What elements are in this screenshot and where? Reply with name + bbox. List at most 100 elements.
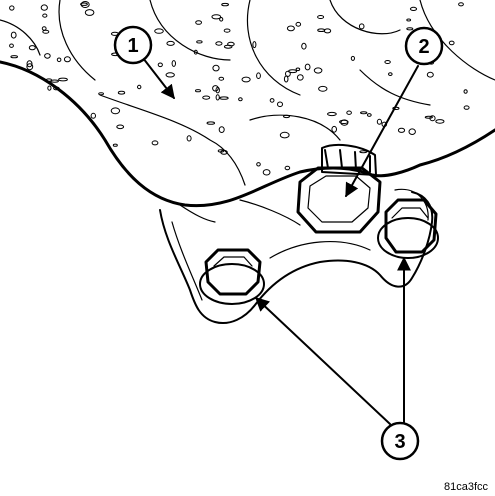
casting-speck bbox=[44, 53, 51, 59]
casting-speck bbox=[211, 14, 222, 20]
casting-speck bbox=[9, 5, 15, 11]
casting-speck bbox=[26, 60, 33, 68]
casting-speck bbox=[296, 74, 304, 81]
casting-speck bbox=[56, 57, 62, 63]
casting-speck bbox=[40, 4, 48, 11]
casting-speck bbox=[327, 111, 337, 117]
casting-speck bbox=[424, 115, 433, 119]
casting-speck bbox=[112, 143, 118, 147]
casting-speck bbox=[366, 113, 372, 117]
casting-speck bbox=[317, 28, 326, 33]
bolt-right bbox=[377, 198, 439, 259]
mount-bracket bbox=[159, 188, 434, 324]
casting-speck bbox=[202, 95, 211, 100]
casting-speck bbox=[350, 55, 355, 61]
callout-3: 3 bbox=[380, 421, 420, 461]
casting-speck bbox=[304, 63, 311, 71]
drain-plug bbox=[296, 143, 382, 234]
casting-speck bbox=[448, 40, 455, 46]
casting-speck bbox=[313, 67, 323, 74]
casting-speck bbox=[195, 20, 203, 25]
casting-speck bbox=[435, 119, 445, 124]
casting-speck bbox=[388, 72, 393, 76]
casting-speck bbox=[157, 62, 163, 68]
engine-block-casting bbox=[0, 0, 495, 208]
casting-speck bbox=[166, 40, 175, 46]
casting-speck bbox=[406, 18, 412, 22]
casting-speck bbox=[206, 121, 216, 125]
casting-speck bbox=[346, 110, 352, 115]
casting-speck bbox=[215, 41, 223, 46]
casting-speck bbox=[295, 21, 302, 27]
casting-speck bbox=[63, 56, 71, 63]
casting-speck bbox=[171, 60, 177, 67]
casting-speck bbox=[358, 23, 365, 30]
casting-speck bbox=[238, 97, 243, 102]
leader-arrow-1 bbox=[142, 57, 175, 100]
casting-speck bbox=[9, 43, 14, 48]
casting-speck bbox=[397, 127, 406, 133]
casting-speck bbox=[283, 75, 289, 83]
casting-speck bbox=[41, 26, 47, 31]
casting-speck bbox=[137, 84, 142, 90]
casting-speck bbox=[317, 15, 325, 19]
casting-speck bbox=[223, 44, 233, 49]
casting-speck bbox=[241, 76, 251, 83]
callout-3-label: 3 bbox=[394, 431, 405, 453]
casting-speck bbox=[217, 149, 225, 153]
casting-speck bbox=[165, 72, 175, 78]
casting-speck bbox=[84, 9, 95, 16]
casting-speck bbox=[10, 55, 18, 59]
casting-speck bbox=[47, 85, 52, 91]
casting-speck bbox=[221, 2, 230, 7]
casting-speck bbox=[408, 128, 416, 135]
casting-speck bbox=[28, 45, 36, 51]
casting-speck bbox=[80, 1, 90, 8]
casting-speck bbox=[117, 90, 126, 95]
casting-speck bbox=[219, 96, 229, 100]
callout-1-label: 1 bbox=[127, 35, 138, 57]
casting-speck bbox=[284, 165, 291, 171]
casting-speck bbox=[277, 101, 283, 108]
casting-speck bbox=[359, 150, 368, 154]
casting-speck bbox=[409, 6, 418, 11]
casting-speck bbox=[331, 125, 338, 133]
casting-texture bbox=[9, 1, 470, 176]
casting-speck bbox=[90, 112, 97, 119]
casting-speck bbox=[384, 60, 391, 64]
casting-speck bbox=[80, 2, 88, 6]
casting-speck bbox=[218, 126, 225, 134]
casting-speck bbox=[286, 25, 295, 32]
casting-speck bbox=[212, 64, 220, 72]
bolt-left bbox=[199, 248, 265, 305]
leader-lines bbox=[142, 57, 419, 425]
casting-speck bbox=[219, 17, 224, 22]
casting-speck bbox=[288, 69, 298, 74]
casting-speck bbox=[193, 49, 198, 55]
casting-speck bbox=[301, 42, 307, 50]
leader-arrow-2 bbox=[345, 65, 419, 198]
casting-speck bbox=[154, 28, 164, 34]
callout-2: 2 bbox=[404, 26, 444, 66]
casting-speck bbox=[26, 63, 34, 71]
casting-speck bbox=[252, 41, 257, 49]
casting-speck bbox=[10, 31, 17, 39]
casting-speck bbox=[223, 28, 231, 33]
casting-speck bbox=[323, 28, 332, 34]
casting-speck bbox=[279, 131, 290, 139]
casting-speck bbox=[98, 92, 104, 96]
casting-speck bbox=[42, 13, 48, 18]
casting-speck bbox=[256, 72, 261, 79]
casting-speck bbox=[256, 162, 261, 167]
casting-speck bbox=[195, 89, 201, 93]
casting-speck bbox=[406, 27, 414, 31]
callout-1: 1 bbox=[113, 25, 153, 65]
casting-speck bbox=[283, 114, 290, 119]
casting-speck bbox=[116, 124, 125, 130]
casting-speck bbox=[151, 140, 159, 146]
casting-speck bbox=[360, 111, 368, 115]
callout-2-label: 2 bbox=[418, 36, 429, 58]
casting-speck bbox=[463, 105, 470, 110]
casting-speck bbox=[53, 86, 60, 91]
casting-speck bbox=[339, 119, 349, 125]
